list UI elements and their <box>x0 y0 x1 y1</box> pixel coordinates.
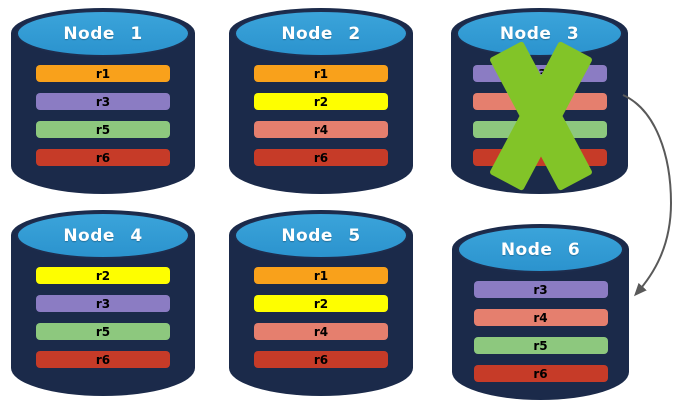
node-title: Node 1 <box>63 23 143 44</box>
replica-bar: r6 <box>36 149 170 166</box>
replica-bar: r6 <box>36 351 170 368</box>
node-5-cylinder: Node 5 r1 r2 r4 r6 <box>229 210 413 396</box>
replica-bars: r2 r3 r5 r6 <box>11 267 195 368</box>
replica-bars: r1 r2 r4 r6 <box>229 65 413 166</box>
node-title: Node 6 <box>500 239 581 260</box>
replica-bar: r1 <box>36 65 170 82</box>
node-title: Node 3 <box>499 23 580 44</box>
replica-bar: r4 <box>254 121 388 138</box>
cylinder-top: Node 4 <box>16 212 190 259</box>
replica-bar: r5 <box>36 121 170 138</box>
replica-bars: r1 r3 r5 r6 <box>11 65 195 166</box>
replica-bar <box>472 121 607 138</box>
replica-bar: r2 <box>254 93 388 110</box>
replica-bar: r6 <box>254 351 388 368</box>
cylinder-top: Node 1 <box>16 10 190 57</box>
replica-bar: r3 <box>36 93 170 110</box>
replica-bar: r6 <box>473 365 608 382</box>
node-4-cylinder: Node 4 r2 r3 r5 r6 <box>11 210 195 396</box>
replica-bar: r1 <box>254 267 388 284</box>
node-2-cylinder: Node 2 r1 r2 r4 r6 <box>229 8 413 194</box>
cylinder-top: Node 6 <box>457 226 624 273</box>
replica-bar <box>472 149 607 166</box>
cylinder-top: Node 2 <box>234 10 408 57</box>
node-6-cylinder: Node 6 r3 r4 r5 r6 <box>452 224 629 400</box>
replica-bars: r1 r2 r4 r6 <box>229 267 413 368</box>
replica-bar: r1 <box>254 65 388 82</box>
replica-bar: r4 <box>254 323 388 340</box>
replica-bar: r5 <box>36 323 170 340</box>
failover-arrow <box>622 94 673 297</box>
replica-bar: r2 <box>36 267 170 284</box>
replica-bar: r5 <box>473 337 608 354</box>
replica-bars: r3 r4 r5 r6 <box>452 281 629 382</box>
node-1-cylinder: Node 1 r1 r3 r5 r6 <box>11 8 195 194</box>
replica-bar: r2 <box>254 295 388 312</box>
node-title: Node 2 <box>281 23 361 44</box>
node-title: Node 4 <box>63 225 143 246</box>
replica-bar: r6 <box>254 149 388 166</box>
replica-bar: r3 <box>472 65 607 82</box>
node-3-cylinder: Node 3 r3 <box>451 8 628 194</box>
cylinder-top: Node 5 <box>234 212 408 259</box>
cylinder-top: Node 3 <box>456 10 623 57</box>
replica-bar: r3 <box>36 295 170 312</box>
replica-bar: r3 <box>473 281 608 298</box>
replica-bar <box>472 93 607 110</box>
node-title: Node 5 <box>281 225 361 246</box>
replica-bar: r4 <box>473 309 608 326</box>
